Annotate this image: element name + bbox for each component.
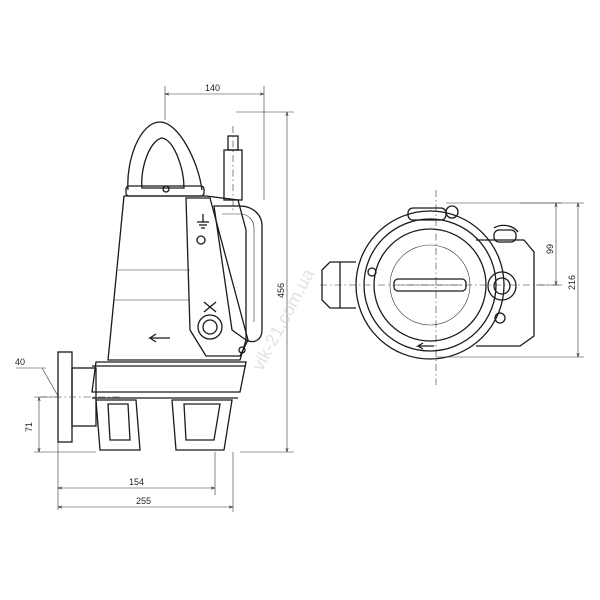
dim-40-label: 40 [15, 357, 25, 367]
dim-140-label: 140 [205, 83, 220, 93]
dimension-lines [16, 86, 584, 512]
side-view [40, 121, 263, 451]
watermark-text: vik-21.com.ua [248, 265, 319, 374]
dim-71-label: 71 [24, 422, 34, 432]
plan-view [320, 190, 560, 385]
dim-255-label: 255 [136, 496, 151, 506]
dim-216-label: 216 [567, 275, 577, 290]
dim-154-label: 154 [129, 477, 144, 487]
dim-456-label: 456 [276, 283, 286, 298]
dim-99-label: 99 [545, 244, 555, 254]
